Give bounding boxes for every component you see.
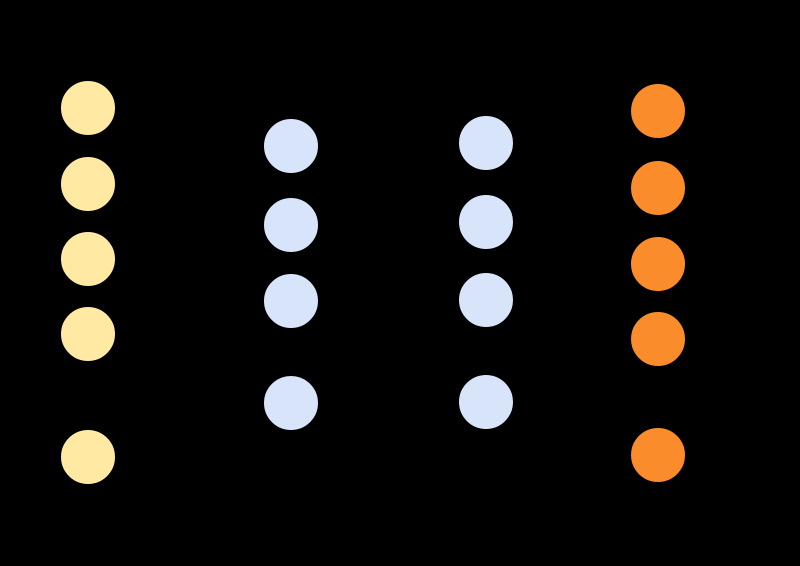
input-layer-node-3 [59,230,117,288]
hidden-layer-2 [457,114,515,431]
hidden-layer-1-node-1 [262,117,320,175]
output-layer-node-3 [629,235,687,293]
input-layer-node-4 [59,305,117,363]
input-layer-node-2 [59,155,117,213]
hidden-layer-1-node-2 [262,196,320,254]
hidden-layer-2-node-3 [457,271,515,329]
input-layer-node-5 [59,428,117,486]
output-layer-node-2 [629,159,687,217]
hidden-layer-1-node-4 [262,374,320,432]
hidden-layer-2-node-2 [457,193,515,251]
output-layer-node-1 [629,82,687,140]
output-layer [629,82,687,484]
hidden-layer-1 [262,117,320,432]
input-layer-node-1 [59,79,117,137]
input-layer [59,79,117,486]
hidden-layer-2-node-4 [457,373,515,431]
output-layer-node-5 [629,426,687,484]
hidden-layer-1-node-3 [262,272,320,330]
output-layer-node-4 [629,310,687,368]
hidden-layer-2-node-1 [457,114,515,172]
